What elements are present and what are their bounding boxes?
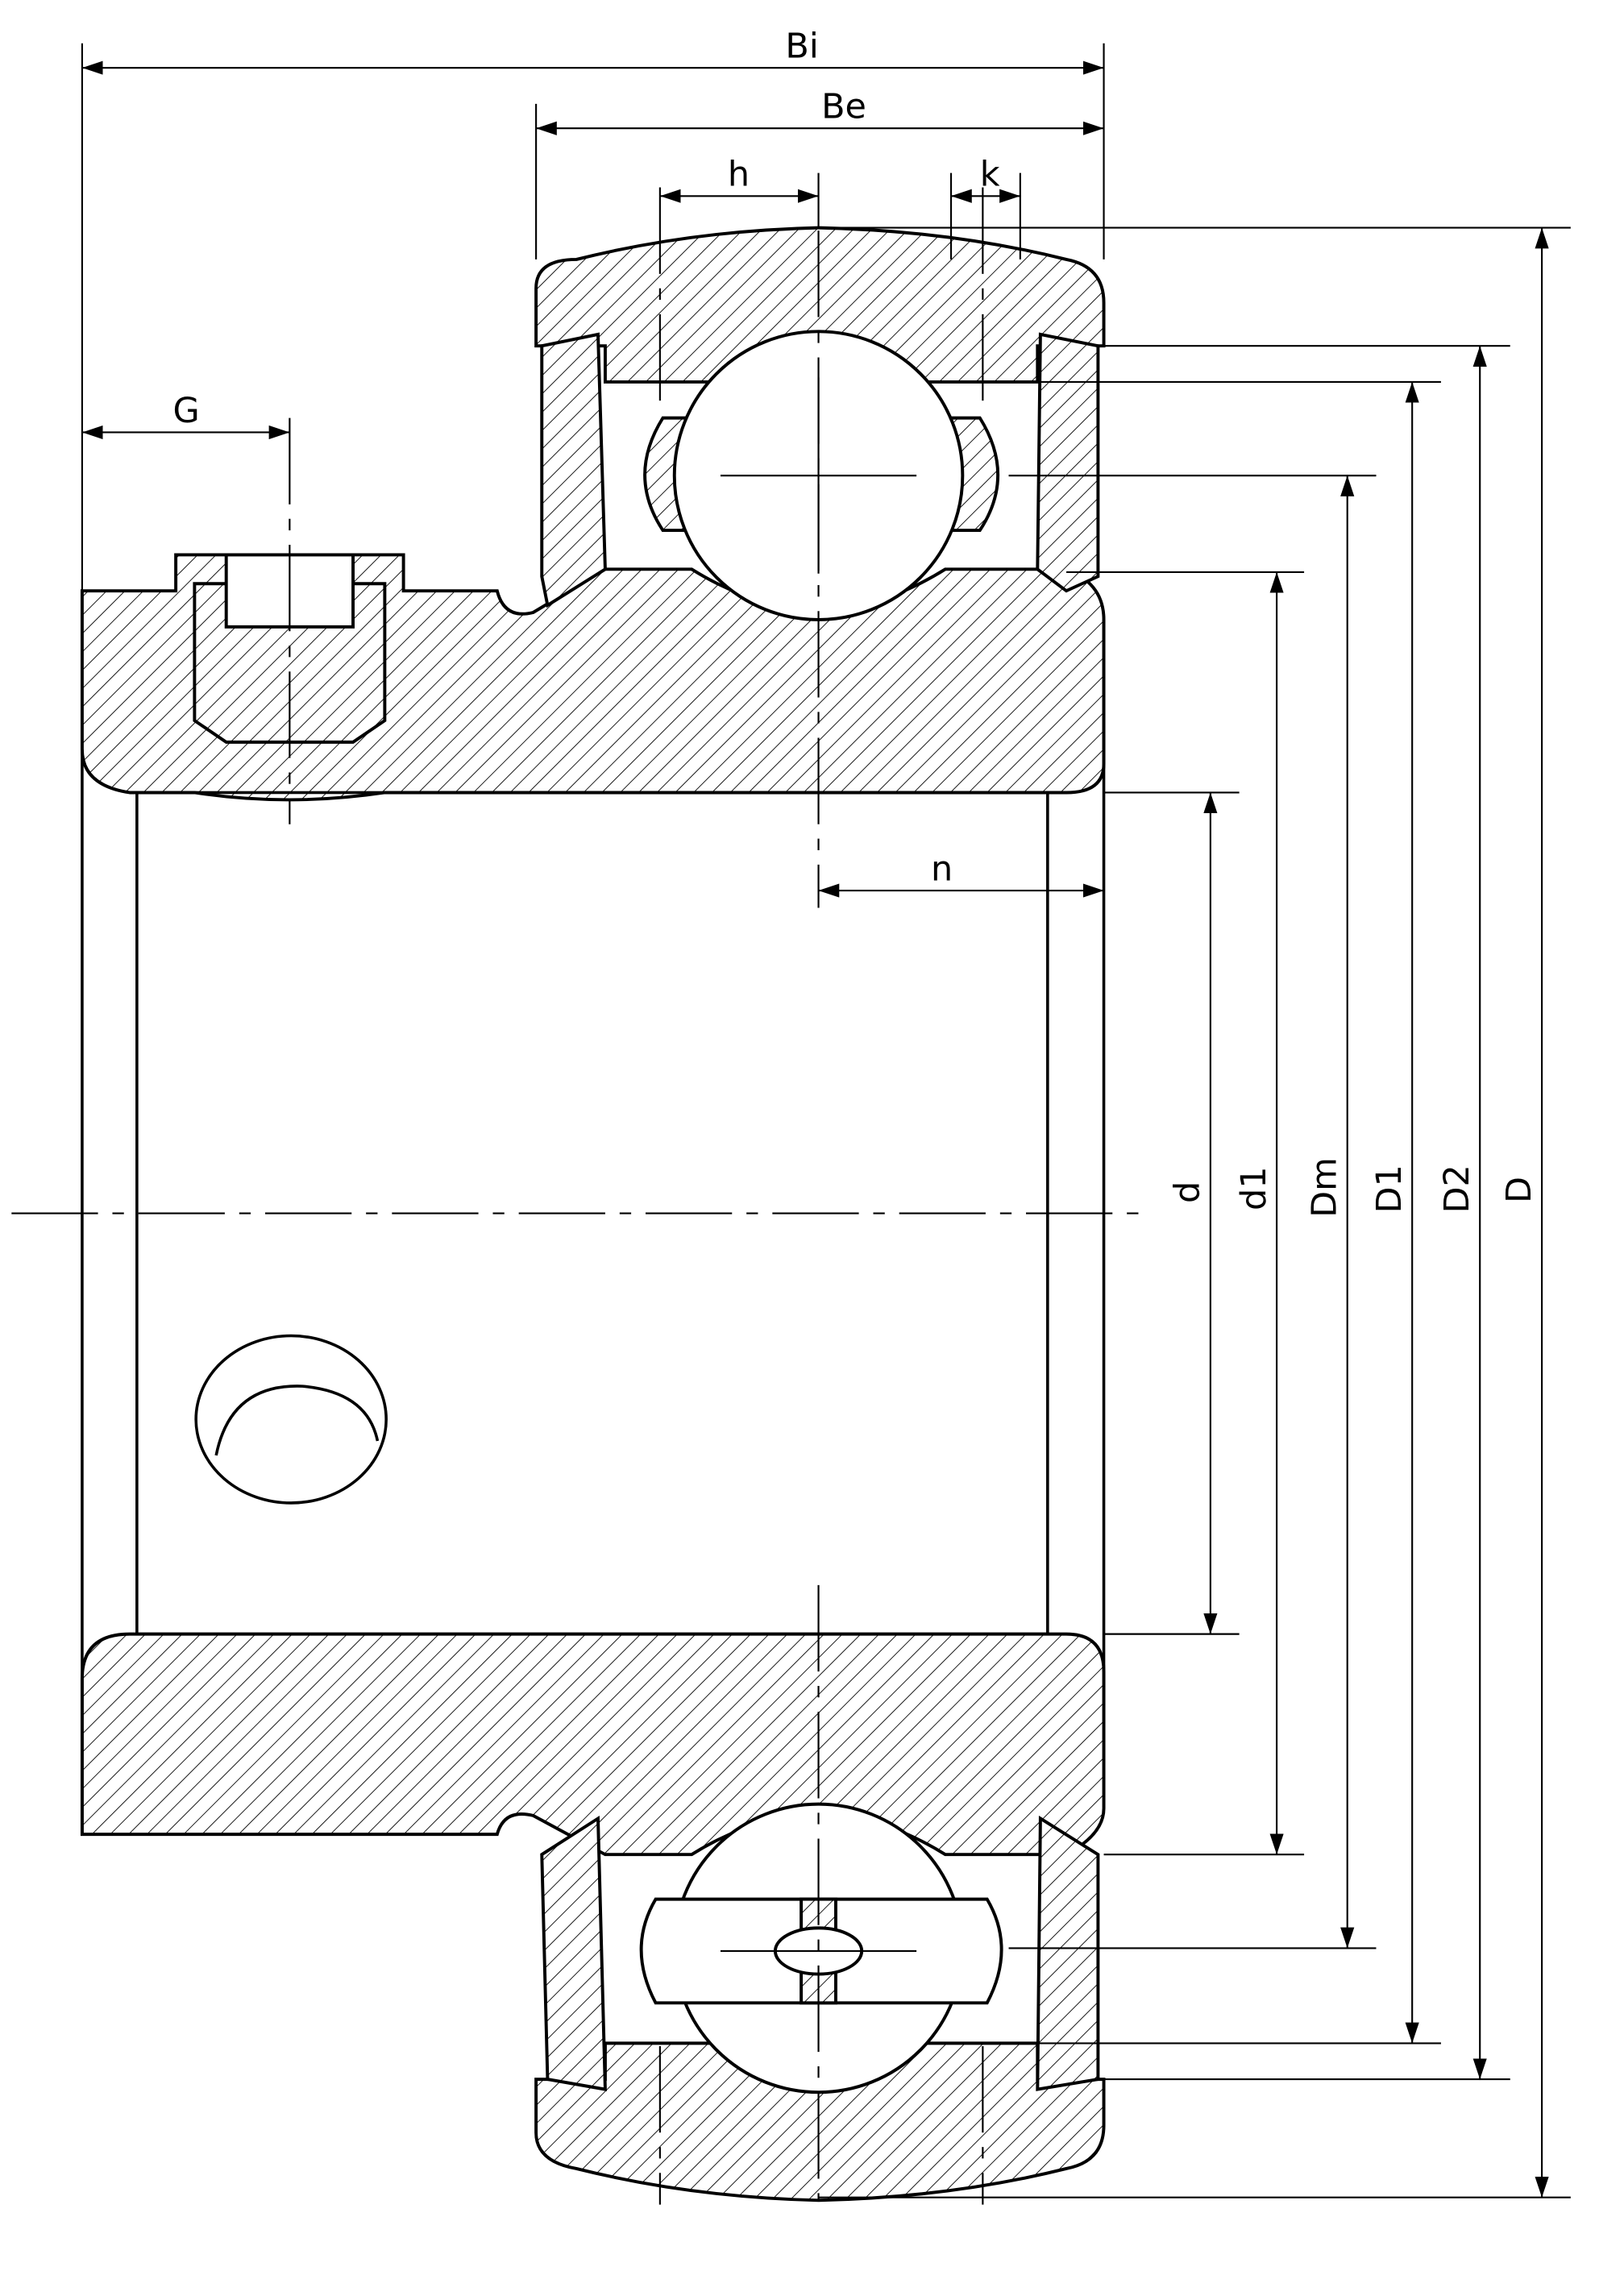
label-Bi: Bi [785,27,818,67]
label-D1: D1 [1369,1165,1410,1213]
label-n: n [931,849,953,890]
label-Dm: Dm [1304,1157,1344,1218]
lubrication-hole [194,1334,388,1505]
outer-ring-top [534,226,1106,384]
label-k: k [980,155,1000,195]
label-h: h [728,155,750,195]
label-D2: D2 [1437,1165,1477,1213]
label-D: D [1499,1177,1539,1203]
label-d: d [1168,1181,1208,1203]
dimension-lines [81,60,1549,2198]
seal-left-top [540,332,1100,2091]
label-d1: d1 [1234,1166,1274,1210]
label-G: G [173,391,200,431]
label-Be: Be [821,87,866,127]
outer-ring-bottom [534,2041,1106,2202]
